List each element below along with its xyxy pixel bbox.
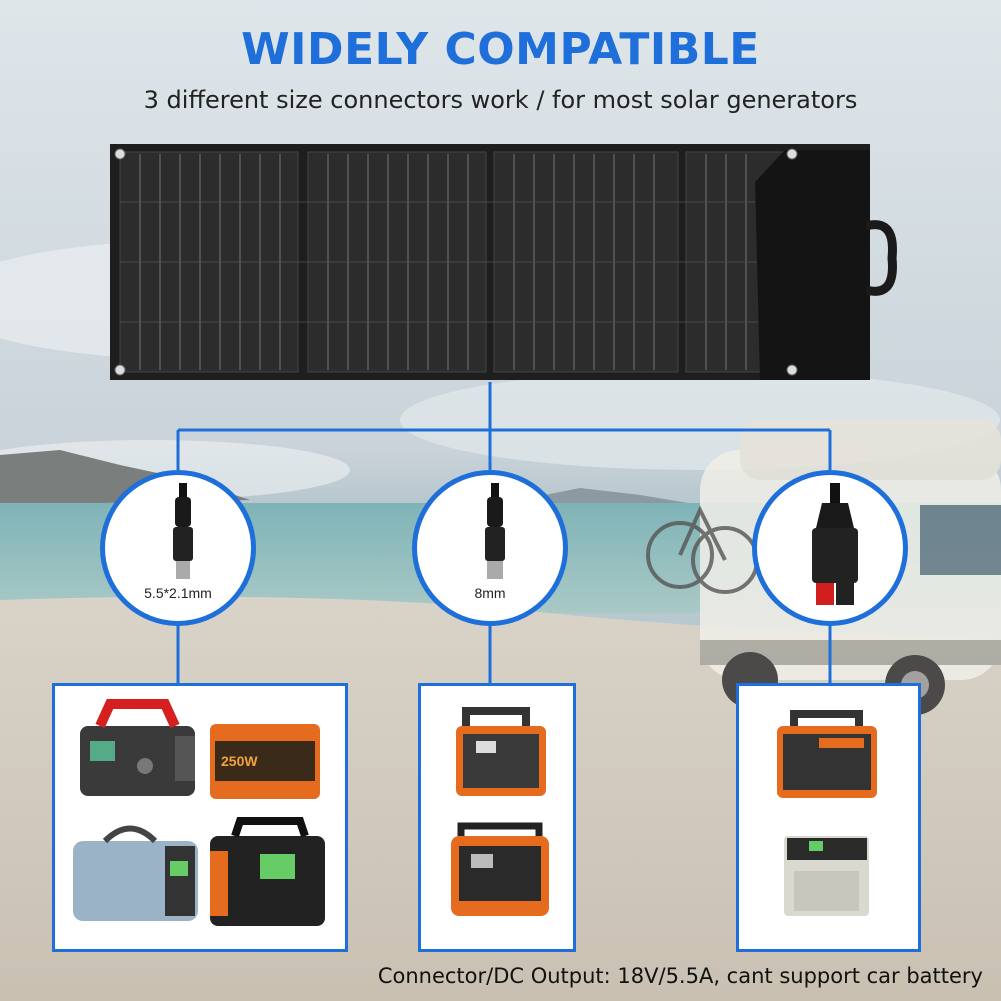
connector-5521-badge: 5.5*2.1mm bbox=[100, 470, 256, 626]
compatible-devices-box-3 bbox=[736, 683, 921, 952]
generator-orange-icon: 250W bbox=[210, 724, 320, 799]
anderson-plug-icon bbox=[812, 483, 858, 605]
compatible-devices-box-2 bbox=[418, 683, 576, 952]
generator-jackery-large-icon bbox=[451, 822, 549, 916]
output-note: Connector/DC Output: 18V/5.5A, cant supp… bbox=[377, 964, 983, 988]
generator-silver-icon bbox=[73, 825, 198, 921]
generator-jackery-small-icon bbox=[456, 707, 546, 796]
generators-group-1: 250W bbox=[73, 699, 325, 926]
svg-text:250W: 250W bbox=[221, 753, 258, 769]
generator-jackery-pro-icon bbox=[777, 710, 877, 798]
generator-black-orange-icon bbox=[210, 817, 325, 926]
generator-red-handle-icon bbox=[80, 699, 195, 796]
connector-anderson-badge bbox=[752, 470, 908, 626]
dc-plug-icon bbox=[485, 483, 505, 579]
dc-plug-icon bbox=[173, 483, 193, 579]
generators-group-3 bbox=[777, 710, 877, 916]
connector-label: 8mm bbox=[474, 585, 506, 601]
panel-handle-icon bbox=[866, 220, 897, 296]
solar-panel-image bbox=[110, 144, 870, 380]
page-subtitle: 3 different size connectors work / for m… bbox=[143, 86, 858, 114]
generator-goal-zero-icon bbox=[784, 836, 869, 916]
page-title: WIDELY COMPATIBLE bbox=[241, 24, 760, 75]
connector-8mm-badge: 8mm bbox=[412, 470, 568, 626]
compatible-devices-box-1: 250W bbox=[52, 683, 348, 952]
generators-group-2 bbox=[451, 707, 549, 916]
connector-label: 5.5*2.1mm bbox=[144, 585, 212, 601]
